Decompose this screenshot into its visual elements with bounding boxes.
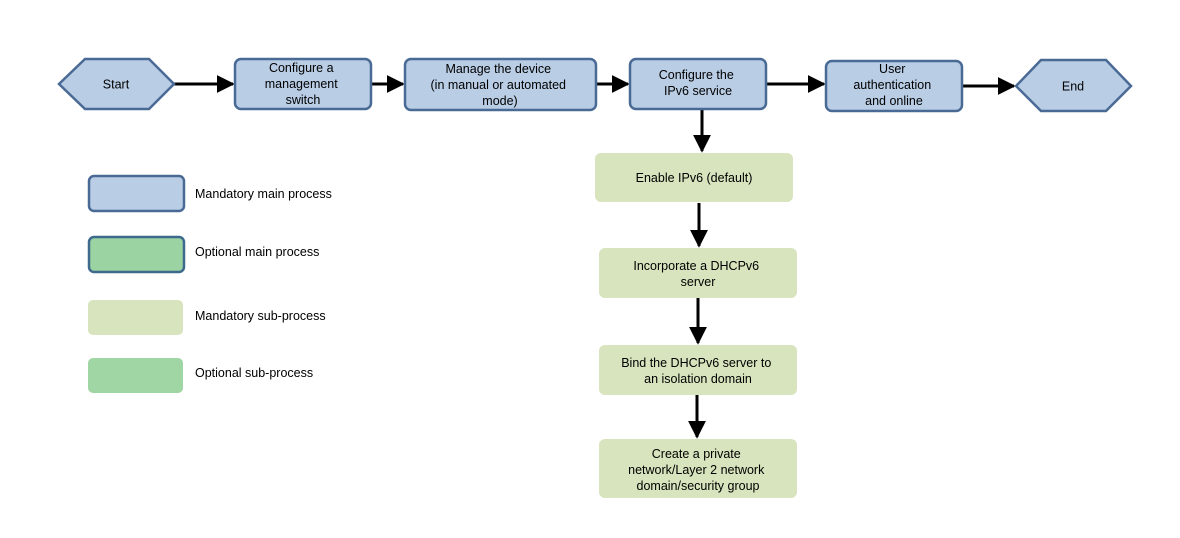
start-terminator: Start [57,57,176,111]
legend-label-mandatory-sub: Mandatory sub-process [195,309,326,323]
legend: Mandatory main process Optional main pro… [87,174,332,393]
incorporate-dhcpv6-label: Incorporate a DHCPv6 server [633,259,762,289]
enable-ipv6-label: Enable IPv6 (default) [636,171,753,185]
legend-swatch-optional-sub [88,358,183,393]
configure-ipv6-label: Configure the IPv6 service [659,68,738,98]
create-network-label: Create a private network/Layer 2 network… [628,447,768,493]
bind-dhcpv6-label: Bind the DHCPv6 server to an isolation d… [621,356,775,386]
user-authentication-label: User authentication and online [853,62,934,108]
legend-label-mandatory-main: Mandatory main process [195,187,332,201]
legend-item-mandatory-main: Mandatory main process [87,174,332,213]
main-step-manage-device: Manage the device (in manual or automate… [403,57,598,112]
legend-item-mandatory-sub: Mandatory sub-process [88,300,326,335]
configure-switch-label: Configure a management switch [265,61,341,107]
connectors [174,75,1016,439]
start-label: Start [103,78,130,92]
legend-label-optional-sub: Optional sub-process [195,366,313,380]
legend-label-optional-main: Optional main process [195,245,319,259]
legend-swatch-optional-main [87,235,186,274]
legend-swatch-mandatory-sub [88,300,183,335]
legend-swatch-mandatory-main [87,174,186,213]
legend-item-optional-sub: Optional sub-process [88,358,313,393]
sub-step-enable-ipv6: Enable IPv6 (default) [595,153,793,202]
sub-step-incorporate-dhcpv6: Incorporate a DHCPv6 server [599,248,797,298]
sub-step-create-network: Create a private network/Layer 2 network… [599,439,797,498]
manage-device-label: Manage the device (in manual or automate… [431,62,570,108]
main-step-user-authentication: User authentication and online [824,59,964,113]
main-step-configure-ipv6: Configure the IPv6 service [628,57,768,111]
main-step-configure-switch: Configure a management switch [233,57,373,111]
end-label: End [1062,80,1084,94]
sub-step-bind-dhcpv6: Bind the DHCPv6 server to an isolation d… [599,345,797,395]
legend-item-optional-main: Optional main process [87,235,319,274]
end-terminator: End [1014,58,1133,113]
